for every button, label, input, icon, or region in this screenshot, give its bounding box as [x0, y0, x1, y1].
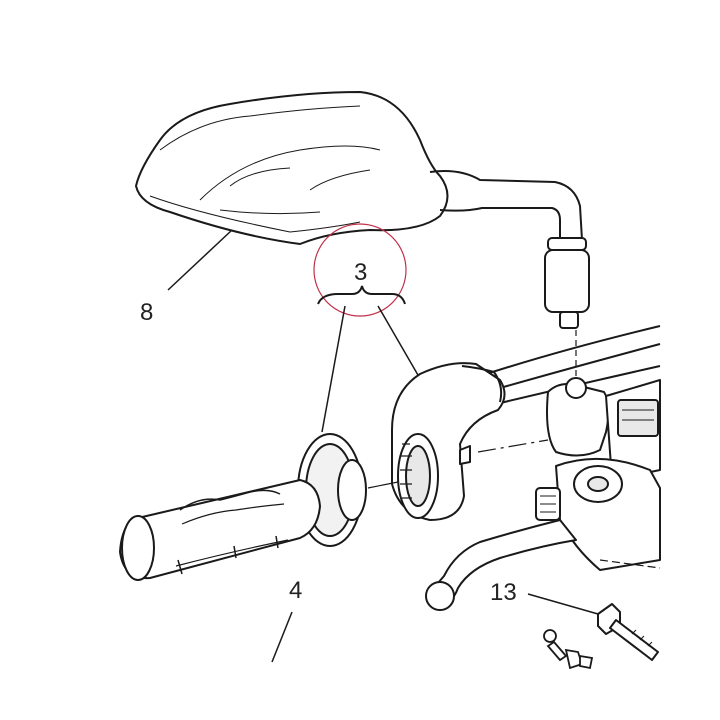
callout-throttle-assembly: 3: [354, 259, 367, 286]
leader-throttle-right: [377, 305, 423, 383]
highlight-circle: [313, 223, 407, 317]
grip: [119, 433, 367, 581]
leader-throttle-left: [321, 305, 346, 433]
callout-grip: 4: [289, 577, 302, 604]
leader-grip: [271, 611, 293, 663]
mirror: [135, 91, 590, 329]
throttle-housing: [391, 362, 506, 521]
handlebar-assembly: [425, 325, 661, 611]
axis-line: [477, 439, 549, 453]
leader-mirror: [167, 229, 233, 291]
leader-bolt: [527, 593, 599, 615]
small-screws: [543, 629, 594, 670]
axis-line-grip: [367, 481, 399, 489]
bolt: [597, 603, 659, 661]
brace-bracket: [317, 285, 406, 305]
callout-bolt: 13: [490, 579, 517, 606]
callout-mirror: 8: [140, 299, 153, 326]
